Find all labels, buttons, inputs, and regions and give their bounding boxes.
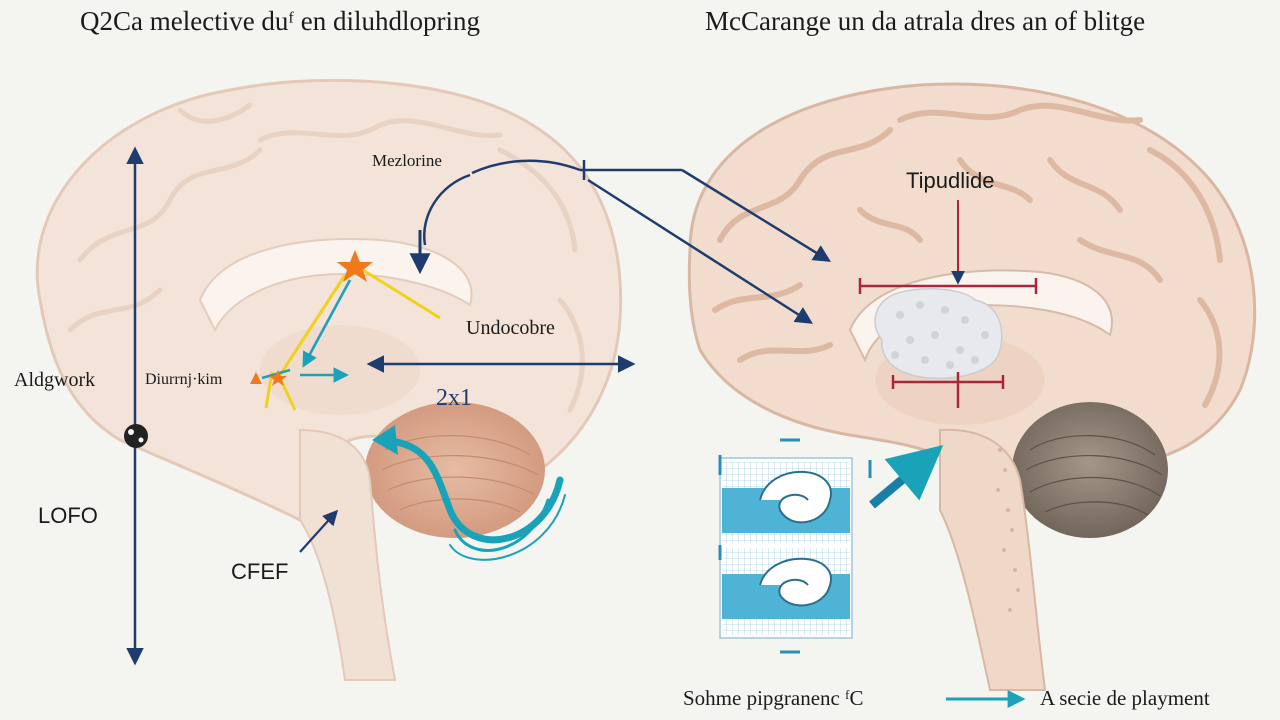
label-lofo: LOFO <box>38 503 98 528</box>
brain-left-icon <box>35 78 623 681</box>
spot-icon <box>124 424 148 448</box>
title-left: Q2Ca melective duᶠ en diluhdlopring <box>80 6 481 36</box>
label-tipudlide: Tipudlide <box>906 168 995 193</box>
left-annotations <box>124 146 636 666</box>
triangle-icon <box>250 372 262 384</box>
label-2x1: 2x1 <box>436 385 472 411</box>
panel-arrow <box>869 445 944 509</box>
right-annotations <box>858 200 1038 408</box>
label-cfef: CFEF <box>231 559 289 584</box>
legend-left: Sohme pipgranenc ᶠC <box>683 686 864 710</box>
title-right: McCarange un da atrala dres an of blitge <box>705 6 1146 36</box>
label-mezlorine: Mezlorine <box>372 151 442 170</box>
star-icon <box>269 370 287 386</box>
mezlorine-arrow <box>422 173 471 246</box>
star-icon <box>337 250 373 282</box>
hippocampus-panel-icon <box>718 438 944 654</box>
connector-arrows <box>471 159 831 324</box>
label-undocobre: Undocobre <box>466 317 555 339</box>
cfef-arrow <box>299 509 339 553</box>
brain-right-icon <box>687 82 1257 691</box>
label-diurrnj: Diurrnj·kim <box>145 371 223 388</box>
label-aldgwork: Aldgwork <box>14 369 96 391</box>
legend-right: A secie de playment <box>1040 686 1210 710</box>
